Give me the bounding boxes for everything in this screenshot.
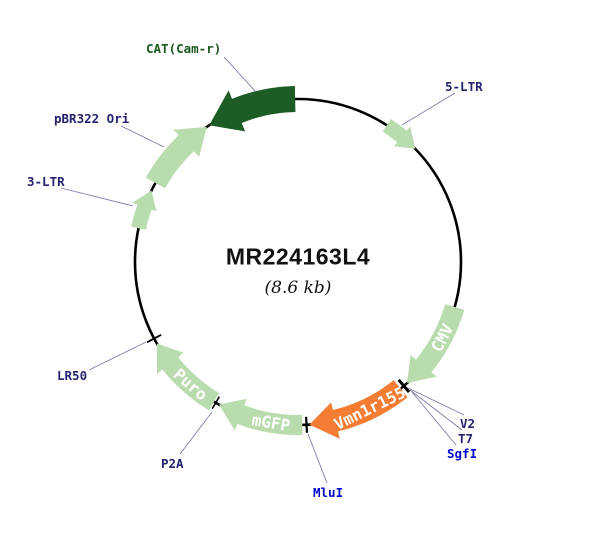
connector-line-cat — [223, 56, 257, 93]
connector-line-p2a — [179, 411, 213, 455]
plasmid-size: (8.6 kb) — [264, 278, 332, 298]
label-3-ltr: 3-LTR — [27, 174, 65, 189]
label-mlui-site: MluI — [313, 485, 344, 500]
feature-arrow-5-ltr — [382, 119, 416, 149]
label-sgfi-site: SgfI — [447, 446, 478, 461]
connector-line-ltr3 — [60, 187, 134, 207]
feature-arrow-cmv — [407, 304, 465, 384]
connector-line-ori — [120, 125, 165, 148]
feature-arrow-puro — [156, 343, 220, 411]
connector-line-t7 — [409, 389, 463, 431]
label-pbr322-ori: pBR322 Ori — [54, 111, 130, 126]
feature-arrow-pbr322-ori — [145, 126, 207, 189]
connector-line-lr50 — [88, 341, 147, 371]
feature-arrow-vmn1r155 — [309, 380, 408, 439]
tick-sgfi-t7-v2-junction — [397, 378, 411, 394]
label-lr50: LR50 — [57, 368, 88, 383]
label-t7: T7 — [458, 431, 474, 446]
tick-mlui-site — [305, 416, 309, 433]
plasmid-name: MR224163L4 — [225, 243, 371, 270]
feature-label-mgfp: mGFP — [250, 410, 291, 435]
connector-line-v2 — [407, 387, 465, 416]
connector-line-mlui — [307, 433, 328, 484]
label-5-ltr: 5-LTR — [445, 79, 483, 94]
label-v2: V2 — [460, 416, 476, 431]
connector-line-ltr5 — [401, 92, 456, 126]
label-cat-cam-r: CAT(Cam-r) — [146, 41, 222, 56]
feature-arrow-mgfp — [219, 398, 303, 435]
tick-p2a-junction — [211, 396, 220, 410]
connector-line-sgfi — [411, 391, 457, 446]
tick-lr50-site — [146, 333, 162, 344]
feature-arrow-3-ltr — [131, 190, 157, 230]
label-p2a: P2A — [161, 456, 184, 471]
feature-arrow-cat-cam-r — [209, 86, 296, 132]
